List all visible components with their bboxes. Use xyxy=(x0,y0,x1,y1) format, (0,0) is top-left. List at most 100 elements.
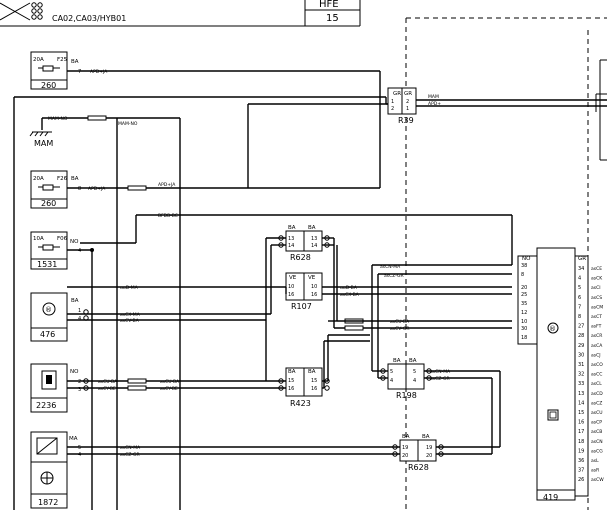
r423-p16-r: 16 xyxy=(311,386,317,392)
r107-ve1: VE xyxy=(289,275,297,281)
c419-right-pin: 8 xyxy=(578,314,581,320)
r423-p16-l: 16 xyxy=(288,386,294,392)
c419-right-wire: asCE xyxy=(591,266,602,272)
r107-p16-r: 16 xyxy=(311,292,317,298)
c419-right-pin: 32 xyxy=(578,372,584,378)
c419-right-pin: 34 xyxy=(578,266,584,272)
c419-right-pin: 36 xyxy=(578,458,584,464)
c419-right-wire: asCM xyxy=(591,304,603,310)
connector-r628-bottom: BA BA 19 20 19 20 R628 xyxy=(399,434,500,472)
c419-right-wire: asCN xyxy=(591,439,603,445)
c419-left-pin: 8 xyxy=(521,272,524,278)
c419-right-wire: asCD xyxy=(591,391,603,397)
r39-wire-2: APD+ xyxy=(428,101,441,107)
c476-p2: 4 xyxy=(78,316,81,322)
c419-right-pin: 31 xyxy=(578,362,584,368)
c419-left-pin: 12 xyxy=(521,310,527,316)
c419-right-wire: asCB xyxy=(591,429,602,435)
c419-right-pin: 26 xyxy=(578,477,584,483)
r628b-ref: R628 xyxy=(408,463,429,472)
c419-right-pin: 28 xyxy=(578,333,584,339)
f25-pin: 7 xyxy=(78,69,81,75)
connector-r107: VE VE 10 16 10 16 R107 uuD-BA asCX-BA xyxy=(285,272,512,311)
f26-wire-2: APD+JA xyxy=(158,182,176,188)
c419-right-pin: 4 xyxy=(578,276,581,282)
r423-ba2: BA xyxy=(308,369,316,375)
r198-wire-1: asCN-MA xyxy=(430,369,451,375)
r628b-p19-r: 19 xyxy=(426,445,432,451)
r628a-p14-r: 14 xyxy=(311,243,317,249)
c419-right-wire: asR xyxy=(591,468,599,474)
c419-right-pin: 16 xyxy=(578,420,584,426)
r198-ba2: BA xyxy=(409,358,417,364)
c2236-wire-4: asCY-BE xyxy=(160,386,178,392)
c419-right-wire: asCW xyxy=(591,477,604,483)
r107-p10-l: 10 xyxy=(288,284,294,290)
title-code: CA02,CA03/HYB01 xyxy=(52,14,126,23)
c419-right-wire: asCU xyxy=(591,410,603,416)
c419-right-wire: asCJ xyxy=(591,352,601,358)
c1872-wire-2: asCZ-GR xyxy=(120,452,140,458)
c419-right-pin: 33 xyxy=(578,381,584,387)
c419-right-wire: asCK xyxy=(591,276,603,282)
fuse-f26: 20A F26 BA 8 260 APD+JA APD+JA xyxy=(30,103,388,209)
f06-pin-no: NO xyxy=(70,239,79,245)
right-edge-module xyxy=(595,59,607,161)
r198-ref: R198 xyxy=(396,391,417,400)
c476-ref: 476 xyxy=(40,330,55,339)
c419-left-pin: 18 xyxy=(521,335,527,341)
c476-wire-2: asCX-MA xyxy=(120,312,141,318)
r628b-p19-l: 19 xyxy=(402,445,408,451)
bus-wire-bfdb: BFDB-BC xyxy=(158,213,178,219)
c419-right-pin: 14 xyxy=(578,400,584,406)
r198-p4-l: 4 xyxy=(390,378,393,384)
c419-right-wire: asCO xyxy=(591,362,603,368)
svg-text:®: ® xyxy=(45,306,52,314)
r423-p15-r: 15 xyxy=(311,378,317,384)
connector-r39: GR GR 1 2 2 1 R39 MAM APD+ xyxy=(386,87,607,125)
c419-right-pin: 17 xyxy=(578,429,584,435)
c419-right-pin: 6 xyxy=(578,295,581,301)
f26-id: F26 xyxy=(57,176,68,182)
r628b-ba1: BA xyxy=(402,434,410,440)
r628b-p20-r: 20 xyxy=(426,453,432,459)
c476-p1: 1 xyxy=(78,308,81,314)
r198-p4-r: 4 xyxy=(413,378,416,384)
c419-left-pin: 25 xyxy=(521,292,527,298)
c419-left-pin: 30 xyxy=(521,326,527,332)
c419-right-pin: 27 xyxy=(578,324,584,330)
hfe-label: HFE xyxy=(319,0,339,10)
c2236-p2: 2 xyxy=(78,379,81,385)
c419-ref: 419 xyxy=(543,493,558,502)
zone-boundary xyxy=(405,17,607,510)
frame-lines xyxy=(13,96,387,510)
r107-ref: R107 xyxy=(291,302,312,311)
r39-wire-1: MAM xyxy=(428,94,439,100)
bus-wire-cz: asCZ-GR xyxy=(384,273,404,279)
f25-ref: 260 xyxy=(41,81,56,90)
r423-ba1: BA xyxy=(288,369,296,375)
f25-id: F25 xyxy=(57,57,68,63)
f26-pin: 8 xyxy=(78,186,81,192)
r628b-ba2: BA xyxy=(422,434,430,440)
splices xyxy=(83,235,444,457)
bus-wires: asCU-BA asCV-GR asCN-MA asCZ-GR xyxy=(324,264,512,378)
switch-476: ® BA 1 4 476 uuD-MA asCX-MA asCV-BA xyxy=(30,285,286,342)
c476-wire-3: asCV-BA xyxy=(120,318,140,324)
c1872-p4: 4 xyxy=(78,452,81,458)
c419-right-wire: asCL xyxy=(591,381,602,387)
c1872-p5: 5 xyxy=(78,445,81,451)
c2236-no: NO xyxy=(70,369,79,375)
bus-wire-cn: asCN-MA xyxy=(380,264,401,270)
switch-2236: NO 2 3 2236 asCU-BA asCY-BE asCU-BA asCY… xyxy=(30,363,266,413)
r198-ba1: BA xyxy=(393,358,401,364)
connector-r423: BA BA 15 16 15 16 R423 xyxy=(260,320,337,408)
fuse-f25: 20A F25 BA 7 260 APD+JA xyxy=(30,51,381,188)
f06-rating: 10A xyxy=(33,236,44,242)
r39-p1: 1 xyxy=(391,99,394,105)
r423-ref: R423 xyxy=(290,399,311,408)
